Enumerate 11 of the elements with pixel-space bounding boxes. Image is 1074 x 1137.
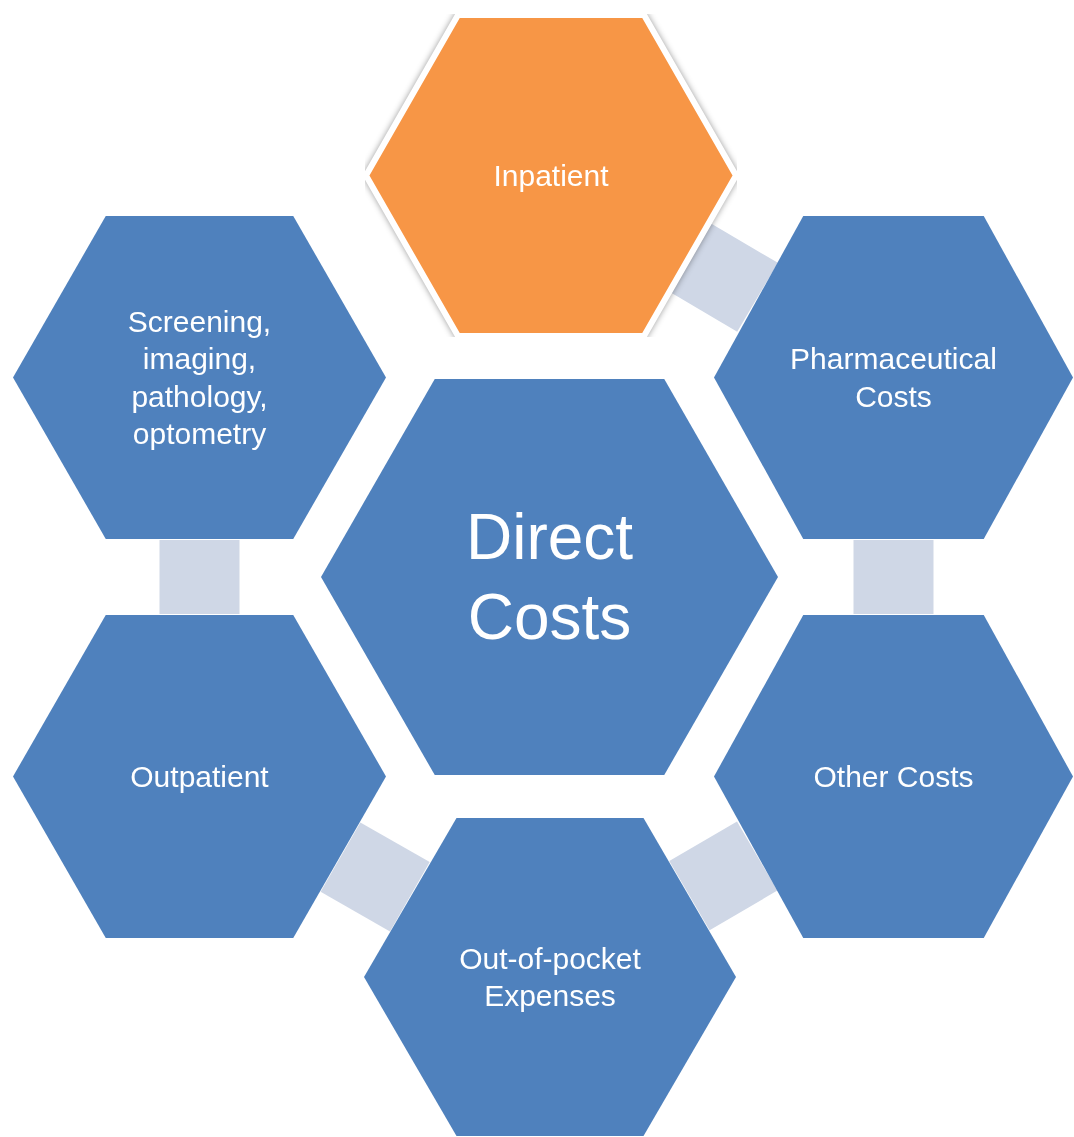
- hexagon-label: Outpatient: [130, 758, 269, 795]
- connector-band: [669, 821, 778, 931]
- hexagon-label: Screening, imaging, pathology, optometry: [126, 303, 273, 452]
- hexagon-label: Out-of-pocket Expenses: [458, 940, 642, 1014]
- hexagon-label: Other Costs: [813, 758, 974, 795]
- connector-band: [853, 540, 934, 614]
- hexagon-label: Pharmaceutical Costs: [789, 341, 998, 415]
- hexagon-label: Inpatient: [493, 157, 609, 194]
- connector-band: [159, 540, 240, 614]
- connector-band: [320, 822, 430, 932]
- hexagon-label: Direct Costs: [464, 500, 635, 655]
